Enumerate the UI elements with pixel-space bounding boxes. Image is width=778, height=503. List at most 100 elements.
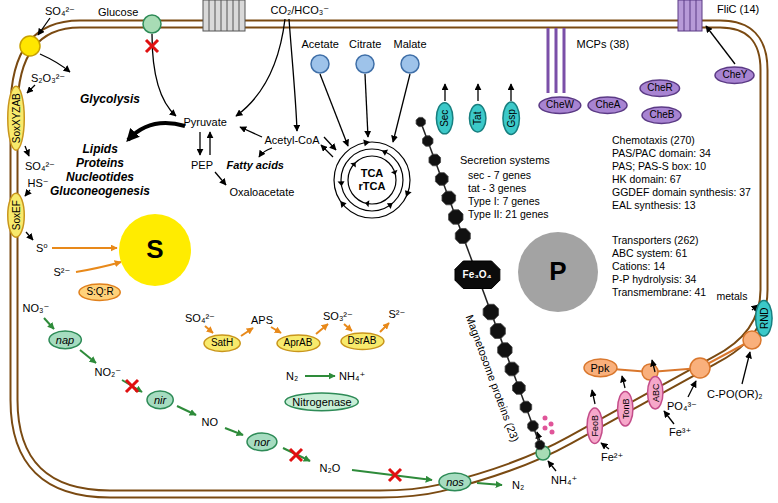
denitrification-enzyme: nos	[438, 472, 472, 492]
ppk-enzyme: Ppk	[583, 358, 618, 378]
node-text: TonB	[620, 399, 630, 420]
text-label: Chemotaxis (270)	[612, 134, 695, 146]
denitrification-arrow	[44, 318, 54, 329]
node-text: CheY	[722, 69, 747, 81]
text-label: Nucleotides	[66, 171, 134, 185]
iron-transporter: ABC	[646, 376, 663, 411]
reaction-arrow	[706, 26, 735, 64]
reaction-arrow	[324, 137, 336, 150]
mcp-receptor	[548, 28, 564, 93]
reaction-arrow	[27, 85, 35, 93]
text-label: NO₂⁻	[95, 366, 122, 379]
node-text: Fe₃O₄	[463, 269, 492, 281]
text-label: C-PO(OR)₂	[707, 388, 763, 401]
magnetosome-protein	[549, 422, 554, 427]
text-label: NO	[202, 416, 219, 429]
reaction-arrow	[548, 461, 556, 471]
reaction-arrow	[25, 190, 30, 196]
denitrification-enzyme: nap	[48, 330, 82, 350]
reaction-arrow	[25, 18, 758, 471]
reaction-arrow	[40, 54, 70, 72]
transporter	[143, 15, 161, 33]
transporter	[20, 36, 40, 56]
node-text: Tat	[472, 111, 484, 124]
magnetosome-chain	[505, 362, 519, 376]
reaction-arrow	[25, 146, 29, 156]
text-label: S⁰	[36, 242, 48, 255]
tca-cycle: TCArTCA	[332, 140, 412, 220]
text-label: S²⁻	[54, 266, 71, 279]
text-label: NH₄⁺	[551, 474, 577, 487]
text-label: CO₂/HCO₃⁻	[271, 4, 330, 17]
text-label: S²⁻	[389, 308, 406, 321]
text-label: Cations: 14	[612, 260, 665, 272]
chemotaxis-protein: CheY	[714, 66, 755, 85]
reaction-arrow	[199, 132, 200, 155]
node-text: DsrAB	[348, 335, 377, 347]
sulfur-arrow	[344, 324, 352, 331]
reaction-arrow	[622, 376, 625, 388]
cell-membrane	[14, 24, 764, 494]
node-text: S	[146, 235, 163, 265]
node-text: ABC	[650, 384, 660, 403]
text-label: sec - 7 genes	[468, 169, 531, 181]
denitrification-arrow	[177, 406, 196, 415]
transporter	[690, 358, 710, 378]
text-label: Citrate	[349, 38, 381, 51]
text-label: Glucose	[98, 6, 138, 19]
flagellar-motor	[684, 0, 696, 31]
denitrification-arrow	[283, 448, 310, 461]
sox-enzyme: SoxEF	[7, 192, 26, 238]
iron-transporter: FeoB	[586, 407, 603, 445]
reaction-arrow	[652, 360, 655, 372]
chemotaxis-protein: CheB	[641, 106, 682, 125]
node-text: CheW	[546, 99, 574, 111]
reaction-arrow	[152, 34, 176, 116]
magnetite-crystal: Fe₃O₄	[455, 261, 500, 289]
transporter	[20, 15, 761, 460]
reaction-arrow	[444, 84, 445, 101]
text-label: S₂O₃²⁻	[31, 72, 65, 85]
cell-membrane	[14, 24, 764, 494]
sulfur-arrow	[271, 327, 281, 333]
sulfur-arrow	[241, 328, 253, 336]
text-label: Malate	[394, 38, 427, 51]
magnetosome-protein	[543, 416, 548, 421]
text-label: Pyruvate	[184, 116, 227, 129]
text-label: Secretion systems	[460, 154, 550, 167]
magnetosome-chain	[416, 117, 425, 126]
flagellar-motor	[203, 0, 702, 31]
text-label: N₂	[512, 479, 524, 492]
text-label: Type II: 21 genes	[468, 208, 549, 220]
chemotaxis-protein: CheA	[587, 96, 628, 115]
mcp-receptor	[548, 28, 564, 93]
denitrification-arrow	[352, 470, 432, 480]
denitrification-arrow	[122, 380, 142, 392]
node-text: nir	[154, 394, 166, 407]
text-label: Type I: 7 genes	[468, 195, 540, 207]
node-text: Gsp	[505, 109, 517, 127]
text-label: metals	[717, 290, 748, 302]
magnetosome-chain	[449, 210, 463, 224]
sox-enzyme: SoxXYZAB	[7, 85, 26, 151]
efflux-pump: RND	[755, 299, 774, 337]
node-text: S:Q:R	[86, 286, 113, 298]
flagellar-motor	[209, 0, 239, 31]
magnetosome-protein	[543, 416, 555, 435]
text-label: PAS/PAC domain: 34	[612, 147, 711, 159]
node-text: CheA	[595, 99, 620, 111]
reaction-arrow	[592, 390, 595, 404]
denitrification-arrow	[44, 318, 502, 485]
node-text: CheB	[649, 109, 674, 121]
sulfate-enzyme: SatH	[203, 334, 241, 353]
secretion-protein: Sec	[436, 101, 455, 134]
text-label: Oxaloacetate	[230, 186, 295, 199]
text-label: Proteins	[76, 157, 124, 171]
reaction-arrow	[393, 74, 410, 142]
magnetosome-chain	[513, 382, 526, 395]
reaction-arrow	[510, 84, 511, 101]
text-label: EAL synthesis: 13	[612, 199, 696, 211]
text-label: Acetate	[302, 38, 339, 51]
denitrification-enzyme: nor	[246, 432, 278, 452]
magnetosome-protein	[543, 426, 548, 431]
